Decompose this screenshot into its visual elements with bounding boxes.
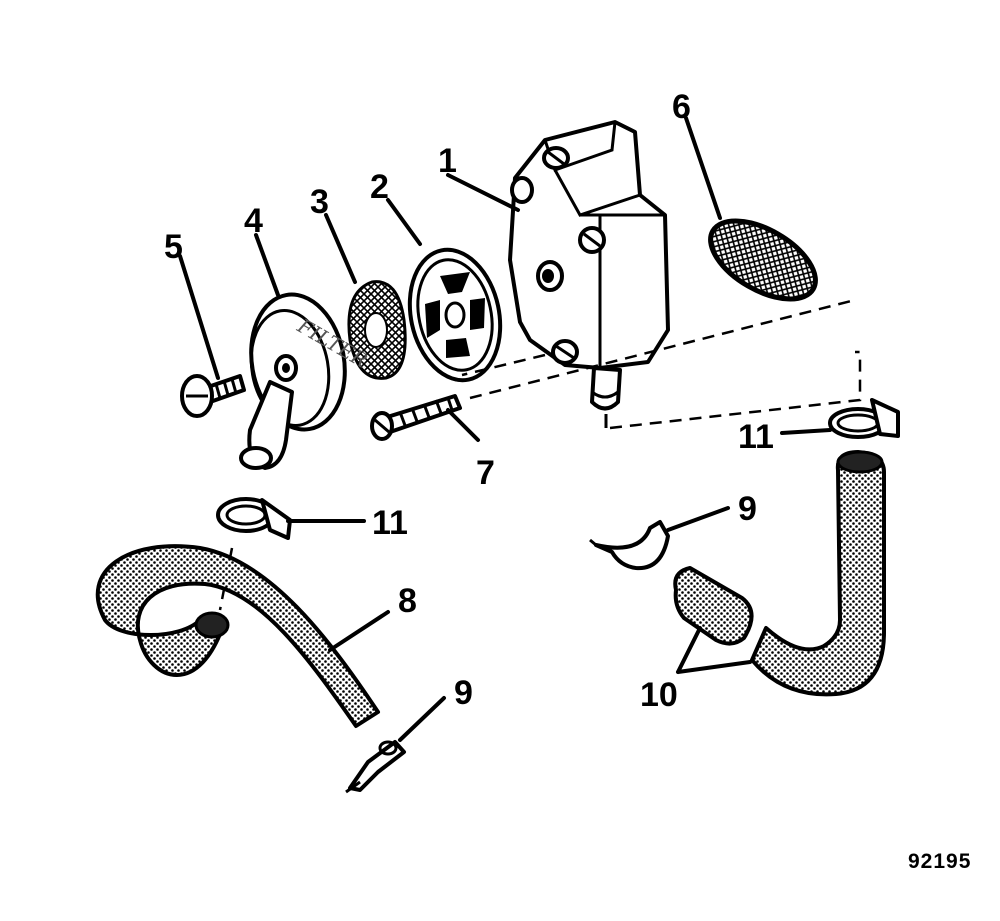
gasket-plate (407, 247, 503, 383)
drawing-number: 92195 (908, 850, 971, 873)
callout-8: 8 (398, 582, 417, 620)
fuel-hose-short (673, 450, 886, 697)
callout-2: 2 (370, 168, 389, 206)
callout-7: 7 (476, 454, 495, 492)
filter-screen (347, 280, 407, 380)
pump-body (508, 120, 670, 428)
hose-clamp-left (216, 497, 292, 540)
callout-6: 6 (672, 88, 691, 126)
leader-lines (178, 116, 832, 742)
callout-11-left: 11 (372, 504, 408, 542)
callout-4: 4 (244, 202, 263, 240)
callout-5: 5 (164, 228, 183, 266)
hose-clip-right (589, 520, 670, 571)
mounting-screw (370, 394, 462, 441)
cover-screw (180, 374, 246, 418)
callout-9-left: 9 (454, 674, 473, 712)
hose-clip-left (345, 740, 406, 794)
callout-10: 10 (640, 676, 678, 714)
callout-1: 1 (438, 142, 457, 180)
callout-11-right: 11 (738, 418, 774, 456)
callout-labels: 1 2 3 4 5 6 7 8 9 9 10 11 11 (164, 88, 774, 714)
diaphragm (708, 218, 818, 302)
hose-clamp-right (828, 398, 900, 439)
fuel-hose-long (95, 544, 380, 728)
callout-9-right: 9 (738, 490, 757, 528)
callout-3: 3 (310, 183, 329, 221)
